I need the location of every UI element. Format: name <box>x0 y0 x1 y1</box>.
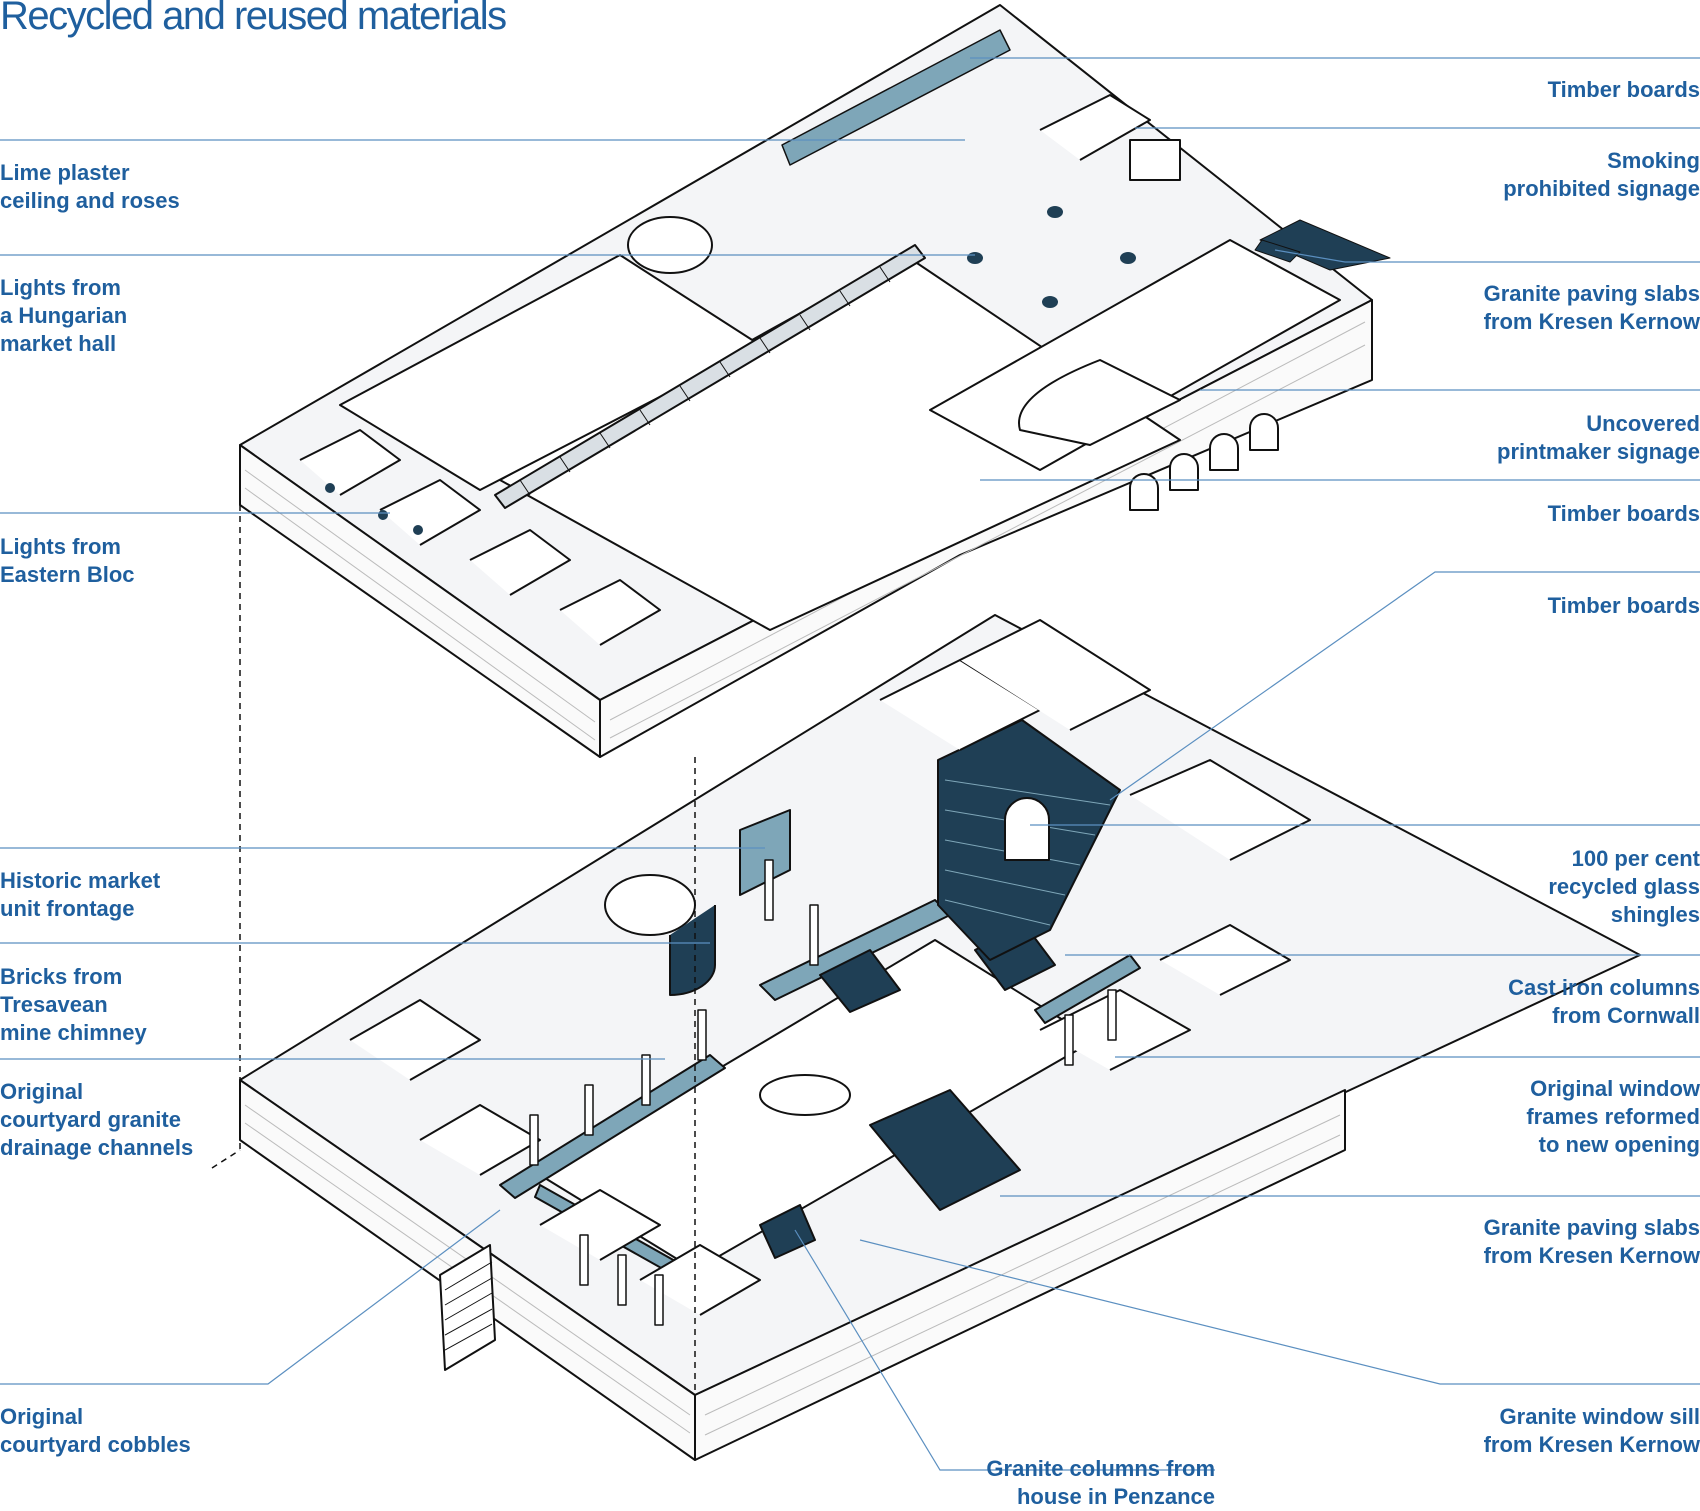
leader-lines <box>0 57 1700 1471</box>
label-timber-boards-1: Timber boards <box>1547 77 1700 102</box>
upper-floor-plan <box>239 4 1391 758</box>
label-timber-boards-3: Timber boards <box>1547 593 1700 618</box>
alignment-lines <box>211 505 696 1395</box>
diagram-title: Recycled and reused materials <box>0 0 507 38</box>
ground-floor-plan <box>239 614 1641 1461</box>
label-timber-boards-2: Timber boards <box>1547 501 1700 526</box>
